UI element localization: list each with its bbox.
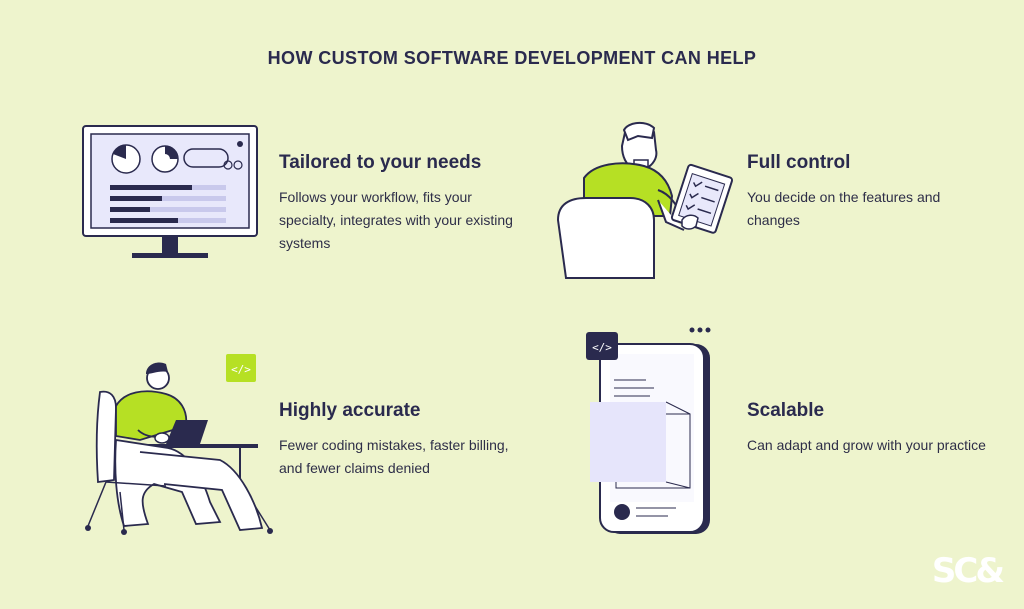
person-with-checklist-icon: [556, 122, 734, 279]
card-heading: Tailored to your needs: [279, 152, 482, 173]
card-body: Follows your workflow, fits your special…: [279, 189, 513, 251]
brand-logo: SC&: [931, 551, 1005, 591]
page-title: HOW CUSTOM SOFTWARE DEVELOPMENT CAN HELP: [267, 48, 757, 68]
card-body: Fewer coding mistakes, faster billing, a…: [279, 437, 509, 476]
card-body: Can adapt and grow with your practice: [747, 437, 986, 453]
card-full-control: Full control You decide on the features …: [747, 152, 997, 232]
card-heading: Scalable: [747, 400, 825, 421]
card-scalable: Scalable Can adapt and grow with your pr…: [747, 400, 997, 457]
card-highly-accurate: Highly accurate Fewer coding mistakes, f…: [279, 400, 529, 480]
mobile-app-scaling-icon: </>: [586, 327, 711, 534]
svg-text:</>: </>: [231, 363, 251, 376]
card-heading: Full control: [747, 152, 851, 173]
svg-text:</>: </>: [592, 341, 612, 354]
card-body: You decide on the features and changes: [747, 189, 941, 228]
person-coding-laptop-icon: </>: [85, 354, 273, 535]
card-tailored: Tailored to your needs Follows your work…: [279, 152, 529, 255]
card-heading: Highly accurate: [279, 400, 421, 421]
monitor-dashboard-icon: [82, 125, 258, 258]
